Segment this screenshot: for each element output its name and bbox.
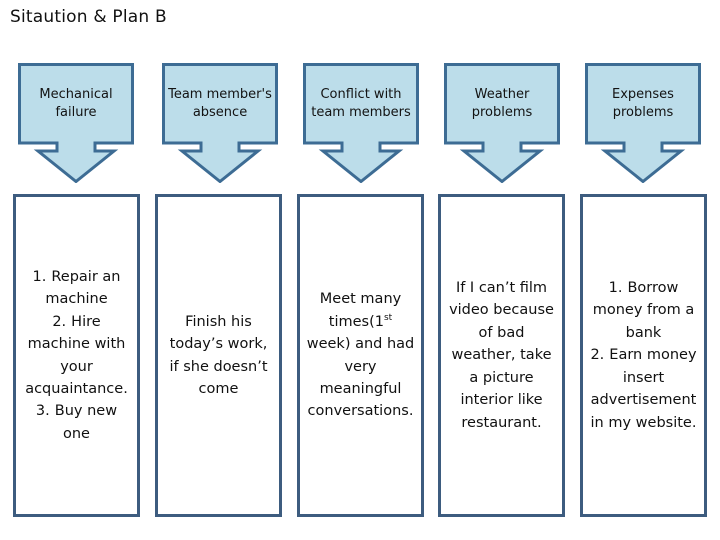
plan-text: Finish his today’s work, if she doesn’t … [169, 313, 268, 397]
down-arrow-callout-icon: Mechanical failure [18, 63, 134, 183]
down-arrow-shape-icon [585, 63, 701, 183]
plan-text: Meet many times(1st week) and had very m… [300, 288, 421, 423]
plan-box-team-member-absence[interactable]: Finish his today’s work, if she doesn’t … [155, 194, 282, 517]
plan-text: If I can’t film video because of bad wea… [449, 279, 554, 431]
plan-text: 1.Borrow money from a bank 2.Earn money … [583, 277, 704, 434]
down-arrow-shape-icon [162, 63, 278, 183]
situation-arrow-mechanical-failure[interactable]: Mechanical failure [18, 63, 134, 183]
plan-text-superscript: st [383, 312, 393, 323]
situation-label: Conflict with team members [311, 86, 411, 120]
plan-text-after: week) and had very meaningful conversati… [306, 336, 415, 420]
down-arrow-callout-icon: Weather problems [444, 63, 560, 183]
plan-list: 1.Repair an machine 2.Hire machine with … [21, 266, 132, 446]
down-arrow-shape-icon [18, 63, 134, 183]
plan-text: 1.Repair an machine 2.Hire machine with … [16, 266, 137, 446]
list-item: 3.Buy new one [35, 403, 118, 442]
down-arrow-shape-icon [303, 63, 419, 183]
situation-label: Team member's absence [168, 86, 272, 120]
plan-box-conflict-with-team-members[interactable]: Meet many times(1st week) and had very m… [297, 194, 424, 517]
situation-label: Weather problems [471, 86, 533, 120]
situation-arrow-weather-problems[interactable]: Weather problems [444, 63, 560, 183]
down-arrow-callout-icon: Expenses problems [585, 63, 701, 183]
page-title: Sitaution & Plan B [10, 7, 167, 27]
plan-list: 1.Borrow money from a bank 2.Earn money … [588, 277, 699, 434]
situation-arrow-conflict-with-team-members[interactable]: Conflict with team members [303, 63, 419, 183]
list-item: 1.Repair an machine [32, 268, 121, 308]
down-arrow-shape-icon [444, 63, 560, 183]
situation-arrow-expenses-problems[interactable]: Expenses problems [585, 63, 701, 183]
plan-box-expenses-problems[interactable]: 1.Borrow money from a bank 2.Earn money … [580, 194, 707, 517]
plan-box-weather-problems[interactable]: If I can’t film video because of bad wea… [438, 194, 565, 517]
plan-text-before: Meet many times(1 [319, 291, 402, 330]
list-item: 2.Earn money insert advertisement in my … [590, 347, 697, 431]
list-item: 1.Borrow money from a bank [592, 279, 695, 341]
list-item: 2.Hire machine with your acquaintance. [25, 313, 128, 397]
plan-box-mechanical-failure[interactable]: 1.Repair an machine 2.Hire machine with … [13, 194, 140, 517]
situation-label: Mechanical failure [39, 86, 113, 120]
down-arrow-callout-icon: Team member's absence [162, 63, 278, 183]
situation-label: Expenses problems [612, 86, 674, 120]
situation-arrow-team-member-absence[interactable]: Team member's absence [162, 63, 278, 183]
down-arrow-callout-icon: Conflict with team members [303, 63, 419, 183]
